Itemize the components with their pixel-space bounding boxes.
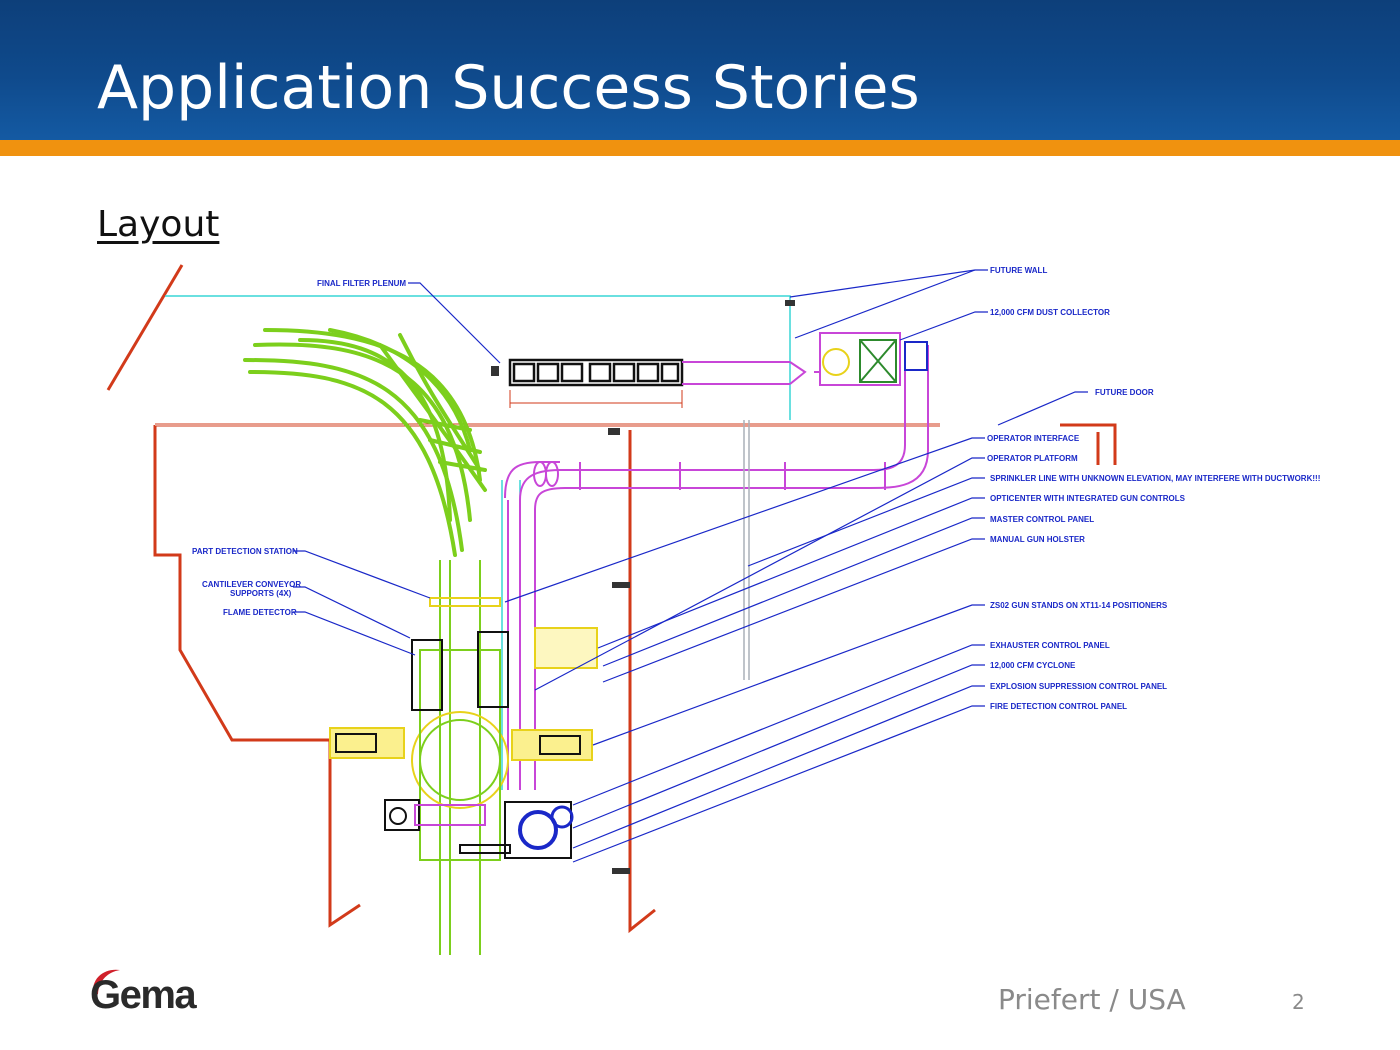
label-gun-stands: ZS02 GUN STANDS ON XT11-14 POSITIONERS — [990, 601, 1168, 610]
label-part-detection-station: PART DETECTION STATION — [192, 547, 298, 556]
label-sprinkler-line: SPRINKLER LINE WITH UNKNOWN ELEVATION, M… — [990, 474, 1320, 483]
column-markers — [491, 300, 795, 874]
label-dust-collector: 12,000 CFM DUST COLLECTOR — [990, 308, 1110, 317]
label-cyclone: 12,000 CFM CYCLONE — [990, 661, 1076, 670]
slide-title: Application Success Stories — [97, 53, 920, 123]
label-master-control-panel: MASTER CONTROL PANEL — [990, 515, 1094, 524]
label-opticenter: OPTICENTER WITH INTEGRATED GUN CONTROLS — [990, 494, 1186, 503]
gema-logo-icon: Gema — [90, 969, 199, 1017]
dust-collector — [814, 332, 928, 386]
label-exhauster-control-panel: EXHAUSTER CONTROL PANEL — [990, 641, 1110, 650]
label-future-wall: FUTURE WALL — [990, 266, 1047, 275]
label-future-door: FUTURE DOOR — [1095, 388, 1154, 397]
final-filter-plenum — [508, 358, 684, 387]
conveyor-overhead-curve — [243, 328, 487, 557]
label-operator-interface: OPERATOR INTERFACE — [987, 434, 1080, 443]
label-flame-detector: FLAME DETECTOR — [223, 608, 297, 617]
label-explosion-suppression: EXPLOSION SUPPRESSION CONTROL PANEL — [990, 682, 1167, 691]
footer-text: Priefert / USA — [998, 983, 1186, 1016]
leader-lines — [293, 269, 1088, 863]
svg-text:Gema: Gema — [90, 973, 197, 1017]
header-bar — [0, 0, 1400, 140]
booth-cyclone-area — [329, 597, 598, 861]
slide-subtitle: Layout — [97, 204, 220, 245]
conveyor-vertical — [439, 560, 481, 955]
header-accent-stripe — [0, 140, 1400, 156]
label-manual-gun-holster: MANUAL GUN HOLSTER — [990, 535, 1085, 544]
label-operator-platform: OPERATOR PLATFORM — [987, 454, 1078, 463]
drawing-labels: FINAL FILTER PLENUM FUTURE WALL 12,000 C… — [192, 266, 1320, 711]
label-final-filter-plenum: FINAL FILTER PLENUM — [317, 279, 406, 288]
label-fire-detection: FIRE DETECTION CONTROL PANEL — [990, 702, 1127, 711]
label-cantilever-supports-1: CANTILEVER CONVEYOR — [202, 580, 301, 589]
layout-drawing: FINAL FILTER PLENUM FUTURE WALL 12,000 C… — [106, 264, 1320, 955]
ductwork — [504, 345, 929, 790]
label-cantilever-supports-2: SUPPORTS (4X) — [230, 589, 292, 598]
page-number: 2 — [1292, 990, 1305, 1014]
